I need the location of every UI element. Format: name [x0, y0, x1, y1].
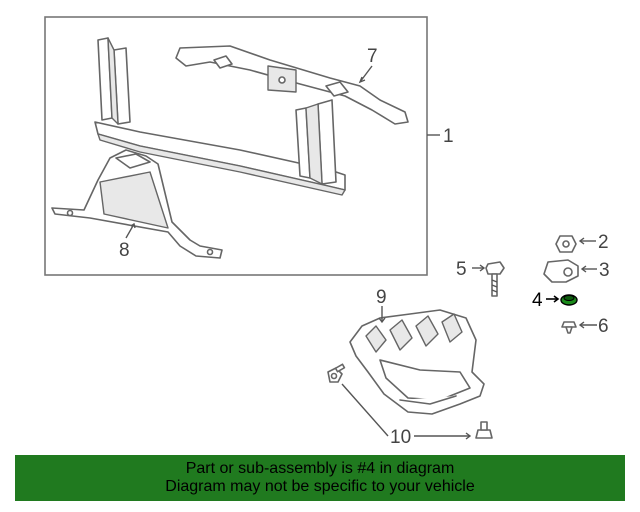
upper-tie-bar-part[interactable] — [175, 45, 409, 125]
callout-7: 7 — [367, 46, 378, 67]
callout-10: 10 — [390, 427, 411, 448]
shield-bolt-right-part[interactable] — [475, 421, 493, 439]
assembly-1-frame — [44, 16, 428, 276]
banner-line-1: Part or sub-assembly is #4 in diagram — [185, 460, 455, 477]
splash-shield-part[interactable] — [349, 309, 485, 415]
info-banner: Part or sub-assembly is #4 in diagram Di… — [15, 455, 625, 501]
callout-4: 4 — [532, 290, 543, 311]
bracket-part[interactable] — [543, 259, 579, 283]
leader-7 — [359, 65, 373, 83]
callout-5: 5 — [456, 259, 467, 280]
banner-line-2: Diagram may not be specific to your vehi… — [165, 478, 475, 495]
nut-part[interactable] — [555, 235, 577, 253]
shield-bolt-left-part[interactable] — [327, 363, 346, 383]
callout-1: 1 — [443, 126, 454, 147]
radiator-support-part[interactable] — [94, 37, 346, 196]
lower-bracket-part[interactable] — [51, 149, 223, 259]
callout-3: 3 — [599, 260, 610, 281]
callout-8: 8 — [119, 240, 130, 261]
bolt-part[interactable] — [485, 261, 505, 297]
callout-6: 6 — [598, 316, 609, 337]
grommet-part-highlighted[interactable] — [560, 294, 578, 306]
parts-diagram: 1 2 3 4 5 6 7 8 9 10 — [44, 16, 610, 448]
leader-10a — [341, 383, 389, 437]
leader-8 — [125, 223, 135, 239]
push-clip-part[interactable] — [561, 321, 577, 334]
callout-2: 2 — [598, 232, 609, 253]
callout-9: 9 — [376, 287, 387, 308]
